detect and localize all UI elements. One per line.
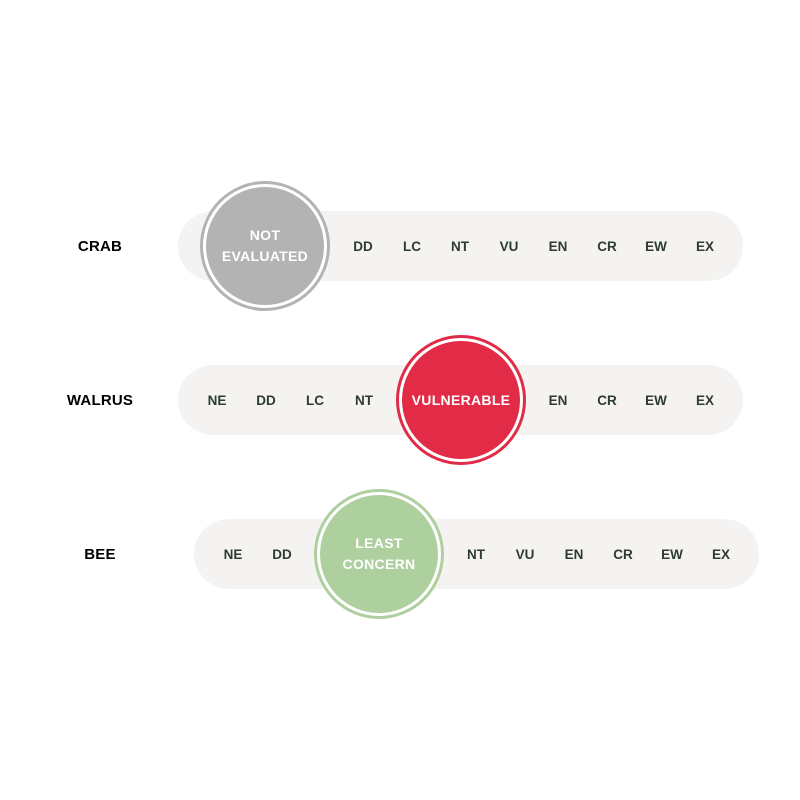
status-code-ex: EX — [695, 392, 714, 408]
status-code-nt: NT — [467, 546, 485, 562]
status-badge-least-concern: LEAST CONCERN — [314, 489, 444, 619]
species-row-crab: CRAB DD LC NT VU EN CR EW EX NOT EVALUAT… — [0, 176, 800, 316]
status-code-vu: VU — [515, 546, 535, 562]
species-name: WALRUS — [66, 391, 134, 409]
status-badge-fill: VULNERABLE — [402, 341, 520, 459]
status-code-dd: DD — [353, 238, 373, 254]
status-code-ew: EW — [645, 238, 667, 254]
status-badge-label: LEAST — [355, 535, 403, 551]
status-code-nt: NT — [451, 238, 469, 254]
status-code-en: EN — [548, 238, 568, 254]
status-code-nt: NT — [355, 392, 373, 408]
status-code-ew: EW — [661, 546, 683, 562]
species-row-bee: BEE NE DD NT VU EN CR EW EX LEAST CONCER… — [0, 484, 800, 624]
status-badge-fill: LEAST CONCERN — [320, 495, 438, 613]
status-badge-label: NOT — [249, 227, 281, 243]
status-code-vu: VU — [499, 238, 519, 254]
status-badge-fill: NOT EVALUATED — [206, 187, 324, 305]
status-code-en: EN — [564, 546, 584, 562]
status-code-cr: CR — [597, 238, 617, 254]
status-code-lc: LC — [306, 392, 324, 408]
status-badge-not-evaluated: NOT EVALUATED — [200, 181, 330, 311]
status-code-cr: CR — [597, 392, 617, 408]
status-badge-label: CONCERN — [342, 556, 416, 572]
status-badge-label: EVALUATED — [221, 248, 309, 264]
status-code-dd: DD — [272, 546, 292, 562]
species-row-walrus: WALRUS NE DD LC NT EN CR EW EX VULNERABL… — [0, 330, 800, 470]
status-code-en: EN — [548, 392, 568, 408]
status-code-ne: NE — [207, 392, 227, 408]
status-code-ex: EX — [711, 546, 730, 562]
status-code-ne: NE — [223, 546, 243, 562]
status-code-ew: EW — [645, 392, 667, 408]
status-code-dd: DD — [256, 392, 276, 408]
status-badge-label: VULNERABLE — [411, 391, 511, 408]
status-code-ex: EX — [695, 238, 714, 254]
status-code-lc: LC — [403, 238, 421, 254]
status-scale: NE DD NT VU EN CR EW EX — [194, 519, 759, 589]
species-name: BEE — [84, 545, 116, 563]
species-name: CRAB — [77, 237, 123, 255]
status-badge-vulnerable: VULNERABLE — [396, 335, 526, 465]
status-code-cr: CR — [613, 546, 633, 562]
